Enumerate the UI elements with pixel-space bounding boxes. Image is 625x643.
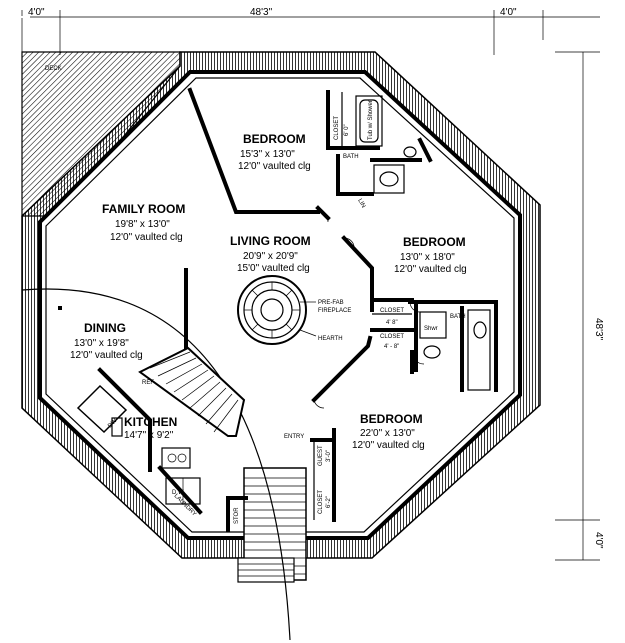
family-size: 19'8" x 13'0"	[115, 219, 170, 230]
closet-top-label: CLOSET	[334, 116, 340, 140]
living-ceiling: 15'0" vaulted clg	[237, 263, 310, 274]
hearth-label: HEARTH	[318, 336, 343, 342]
dim-top-center: 48'3"	[250, 7, 273, 18]
vanity-top	[373, 164, 405, 194]
dim-bottom-right: 4'0"	[593, 532, 604, 549]
deck-label: DECK	[45, 66, 62, 72]
kitchen-counters	[76, 384, 201, 505]
toilet-top	[403, 146, 417, 158]
closet-b-label: CLOSET	[380, 334, 404, 340]
dining-ceiling: 12'0" vaulted clg	[70, 350, 143, 361]
dining-size: 13'0" x 19'8"	[74, 338, 129, 349]
door-swings	[313, 211, 425, 409]
dining-name: DINING	[84, 321, 126, 335]
wd-label: D W	[172, 490, 184, 496]
dw-label: DW	[107, 418, 119, 430]
closet-a-dim: 4' 8"	[386, 320, 398, 326]
staircase	[138, 346, 246, 437]
tub-top	[355, 95, 383, 147]
bedroom2-name: BEDROOM	[403, 235, 466, 249]
ref-label: REF	[142, 380, 154, 386]
toilet-right	[423, 345, 441, 359]
guest-dim: 3'-0"	[326, 450, 332, 462]
arc-line	[21, 288, 291, 641]
stor-label: STOR	[234, 507, 240, 524]
guest-label: GUEST	[318, 445, 324, 466]
bedroom1-ceiling: 12'0" vaulted clg	[238, 161, 311, 172]
dim-top-left: 4'0"	[28, 7, 45, 18]
closet-b-dim: 4' - 8"	[384, 344, 399, 350]
entry-steps	[237, 467, 307, 583]
closet-top-dim: 6' 0"	[344, 124, 350, 136]
bedroom2-ceiling: 12'0" vaulted clg	[394, 264, 467, 275]
bedroom2-size: 13'0" x 18'0"	[400, 252, 455, 263]
shwr-label: Shwr	[424, 326, 438, 332]
bedroom1-size: 15'3" x 13'0"	[240, 149, 295, 160]
entry-label: ENTRY	[284, 434, 304, 440]
bedroom3-size: 22'0" x 13'0"	[360, 428, 415, 439]
prefab-label-2: FIREPLACE	[318, 308, 351, 314]
dim-top-right: 4'0"	[500, 7, 517, 18]
tub-label: Tub w/ Shower	[368, 100, 374, 140]
dimension-lines	[20, 10, 600, 561]
bath-top-label: BATH	[343, 154, 359, 160]
bath-right-label: BATH	[450, 314, 466, 320]
prefab-label-1: PRE-FAB	[318, 300, 344, 306]
shower-right	[419, 311, 447, 339]
family-name: FAMILY ROOM	[102, 202, 185, 216]
bedroom3-ceiling: 12'0" vaulted clg	[352, 440, 425, 451]
vanity-right	[467, 309, 491, 391]
living-name: LIVING ROOM	[230, 234, 311, 248]
lin-label: LIN	[356, 198, 366, 209]
closet-a-label: CLOSET	[380, 308, 404, 314]
kitchen-size: 14'7" x 9'2"	[124, 430, 174, 441]
dim-right-side: 48'3"	[593, 318, 604, 341]
kitchen-name: KITCHEN	[124, 415, 177, 429]
bedroom1-name: BEDROOM	[243, 132, 306, 146]
interior-walls	[58, 87, 498, 532]
living-size: 20'9" x 20'9"	[243, 251, 298, 262]
closet-bottom-label: CLOSET	[318, 490, 324, 514]
closet-bottom-dim: 6'-2"	[326, 496, 332, 508]
fireplace	[237, 275, 317, 345]
bedroom3-name: BEDROOM	[360, 412, 423, 426]
family-ceiling: 12'0" vaulted clg	[110, 232, 183, 243]
